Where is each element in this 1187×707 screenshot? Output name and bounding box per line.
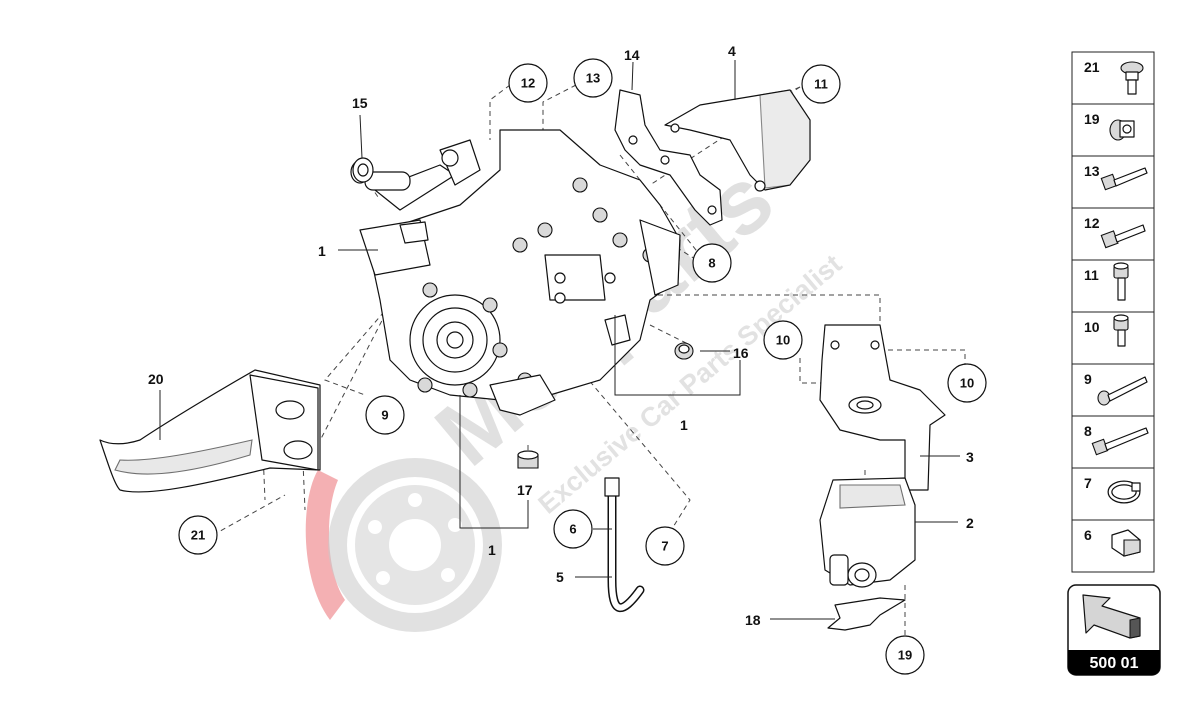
callout-14: 14: [624, 47, 640, 63]
callout-1-b: 1: [680, 417, 688, 433]
legend-number-19: 19: [1084, 111, 1100, 127]
callout-12: 12: [521, 76, 535, 91]
long-socket-bolt-icon: [1097, 376, 1148, 406]
callout-6: 6: [569, 522, 576, 537]
long-hex-bolt-icon: [1091, 427, 1149, 456]
callout-10-b: 10: [960, 376, 974, 391]
callout-13: 13: [586, 71, 600, 86]
callout-5: 5: [556, 569, 564, 585]
legend-number-21: 21: [1084, 59, 1100, 75]
legend-row-6: 6: [1084, 527, 1141, 557]
callout-4: 4: [728, 43, 736, 59]
callout-17: 17: [517, 482, 533, 498]
legend-number-8: 8: [1084, 423, 1092, 439]
arrow-back-icon: [1082, 594, 1141, 639]
legend-number-9: 9: [1084, 371, 1092, 387]
legend-row-7: 7: [1084, 475, 1141, 504]
legend-number-13: 13: [1084, 163, 1100, 179]
plug-part-15: [352, 157, 374, 183]
callout-20: 20: [148, 371, 164, 387]
page-code: 500 01: [1090, 655, 1139, 672]
callout-11: 11: [814, 77, 828, 92]
legend-number-6: 6: [1084, 527, 1092, 543]
callout-7: 7: [661, 539, 668, 554]
clip-icon: [1111, 529, 1141, 557]
flange-nut-icon: [1109, 119, 1135, 141]
callout-21: 21: [191, 528, 205, 543]
legend-number-11: 11: [1084, 267, 1099, 283]
gearbox-housing-part-1: [350, 129, 681, 416]
bolt-collar-icon: [1120, 61, 1144, 95]
callout-19: 19: [898, 648, 912, 663]
mount-bracket-part-3: [819, 324, 946, 491]
legend-row-11: 11: [1084, 262, 1129, 301]
hex-bolt-long-icon: [1100, 167, 1148, 191]
rubber-mount-part-2: [819, 477, 916, 588]
plug-part-17: [517, 450, 539, 469]
breather-hose-part-5: [604, 477, 645, 612]
legend-row-10: 10: [1084, 314, 1129, 347]
callout-3: 3: [966, 449, 974, 465]
callout-15: 15: [352, 95, 368, 111]
heat-shield-part-20: [99, 369, 321, 493]
hardware-legend: 21 19 13 12: [1071, 51, 1155, 573]
callout-2: 2: [966, 515, 974, 531]
bracket-part-14: [614, 89, 723, 226]
heat-shield-part-4: [664, 89, 811, 192]
plug-part-16: [674, 342, 694, 360]
legend-row-21: 21: [1084, 59, 1144, 95]
callout-10-a: 10: [776, 333, 790, 348]
hex-bolt-icon: [1100, 224, 1146, 249]
hose-clamp-icon: [1107, 480, 1141, 504]
callout-8: 8: [708, 256, 715, 271]
watermark-brake-disc: [328, 458, 502, 632]
callout-9: 9: [381, 408, 388, 423]
watermark-logo-wedge: [305, 470, 345, 620]
legend-number-7: 7: [1084, 475, 1092, 491]
legend-number-12: 12: [1084, 215, 1100, 231]
page-badge[interactable]: 500 01: [1067, 584, 1161, 676]
legend-row-12: 12: [1084, 215, 1146, 249]
legend-row-13: 13: [1084, 163, 1148, 191]
socket-bolt-icon: [1113, 262, 1129, 301]
callout-18: 18: [745, 612, 761, 628]
leader-lines: [159, 60, 960, 620]
legend-row-8: 8: [1084, 423, 1149, 456]
callouts: 1 1 1 2 3 4 5 6 7 8 9 10 10 11 12 13 14 …: [148, 43, 987, 675]
callout-1-a: 1: [318, 243, 326, 259]
legend-number-10: 10: [1084, 319, 1100, 335]
legend-row-19: 19: [1084, 111, 1135, 141]
callout-16: 16: [733, 345, 749, 361]
legend-row-9: 9: [1084, 371, 1148, 406]
socket-bolt-short-icon: [1113, 314, 1129, 347]
callout-1-c: 1: [488, 542, 496, 558]
plate-part-18: [827, 597, 906, 631]
